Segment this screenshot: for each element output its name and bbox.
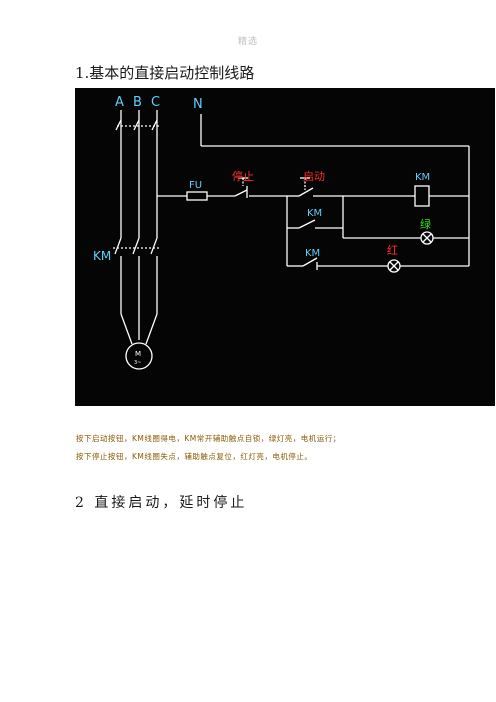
red-lamp-cross-2 [389,261,399,271]
km-main-a [114,237,122,255]
phase-a-label: A [115,95,124,110]
nc-contact [302,257,318,267]
page-header-mark: 精选 [237,37,258,47]
coil-label: KM [415,172,430,183]
km-main-c [150,237,158,255]
fuse-label: FU [189,180,202,191]
section-2-title: 2 直接启动，延时停止 [75,495,248,511]
isolator-blade-b [133,119,140,131]
stop-button-label: 停止 [232,169,254,183]
red-lamp-label: 红 [387,244,398,257]
description-line-1: 按下启动按钮，KM线圈得电，KM常开辅助触点自锁，绿灯亮，电机运行； [76,434,341,443]
start-contact [298,187,314,197]
start-button-label: 启动 [303,170,325,183]
main-contact-label: KM [93,249,111,263]
motor-phase-label: 3~ [134,360,141,366]
hold-contact [298,219,316,229]
circuit-diagram: A B C N FU 停止 启动 KM KM KM 绿 红 KM M 3~ [75,88,495,406]
motor-lead-c [145,313,158,345]
fuse-symbol [186,191,208,201]
neutral-label: N [193,97,203,112]
km-main-b [132,237,140,255]
green-lamp-cross-2 [422,233,432,243]
phase-b-label: B [133,95,142,110]
isolator-blade-a [115,119,122,131]
circuit-diagram-svg: A B C N FU 停止 启动 KM KM KM 绿 红 KM M 3~ [93,95,470,370]
isolator-blade-c [151,119,158,131]
description-line-2: 按下停止按钮，KM线圈失点，辅助触点复位，红灯亮，电机停止。 [76,452,313,461]
km-coil [414,185,430,207]
nc-contact-label: KM [305,248,320,259]
motor-label: M [135,350,141,358]
section-1-title: 1.基本的直接启动控制线路 [75,64,255,82]
motor-lead-a [120,313,133,345]
phase-c-label: C [151,95,160,110]
stop-contact [234,189,248,197]
hold-contact-label: KM [307,208,322,219]
wires [113,110,470,370]
diagram-labels: A B C N FU 停止 启动 KM KM KM 绿 红 KM M 3~ [93,95,431,366]
green-lamp-label: 绿 [420,217,431,231]
motor-symbol [125,342,153,370]
